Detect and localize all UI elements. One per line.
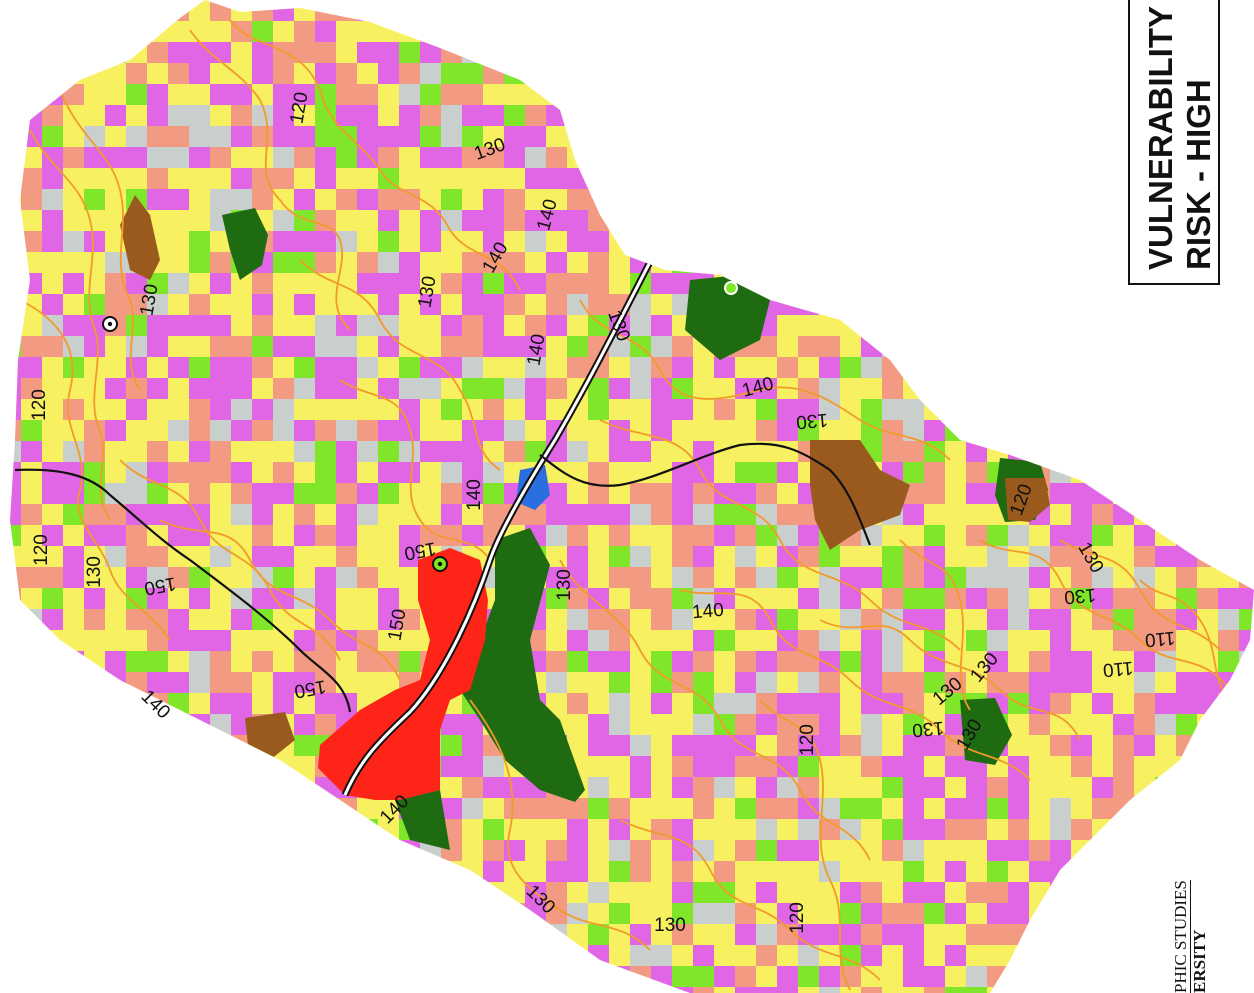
institution-footer: PHIC STUDIES ERSITY [1171,880,1209,993]
point-markers [102,281,738,572]
contour-label: 110 [1144,627,1176,651]
dark-green-patch-south-east [960,698,1012,765]
contour-label: 130 [1063,584,1096,608]
contour-label: 140 [691,600,724,624]
road-east [539,442,872,546]
brown-patch-east [810,440,910,550]
contour-label: 130 [554,569,575,601]
contour-label: 130 [795,409,828,433]
road-west [14,468,352,713]
legend-line-risk: RISK - HIGH [1180,79,1217,270]
contour-label: 130 [654,915,686,936]
dark-green-patch-east [685,275,770,360]
legend-line-vulnerability: VULNERABILITY - V [1142,0,1179,270]
contour-label: 140 [464,479,485,511]
footer-line-1: PHIC STUDIES [1171,880,1190,993]
contour-lines [19,19,1231,991]
red-built-up-area [318,548,488,800]
point-marker-east [724,281,738,295]
brown-patch-north [120,195,160,280]
footer-line-2: ERSITY [1190,880,1209,993]
legend-title: VULNERABILITY - V RISK - HIGH [1142,0,1218,270]
contour-label: 130 [911,717,944,741]
legend-box [1128,0,1220,285]
contour-label: 130 [84,556,105,588]
water-body [516,465,550,510]
brown-patch-south-west [245,712,295,760]
highway-inner [343,261,652,796]
dark-green-patch-north [222,208,268,280]
roads [14,260,872,797]
dark-green-patch-south [395,790,450,850]
contour-label: 120 [787,902,808,934]
contour-label: 120 [31,534,52,566]
brown-patch-far-east [1005,478,1050,522]
contour-label: 110 [1102,657,1134,681]
contour-label: 120 [797,724,818,756]
contour-label: 120 [29,389,50,421]
